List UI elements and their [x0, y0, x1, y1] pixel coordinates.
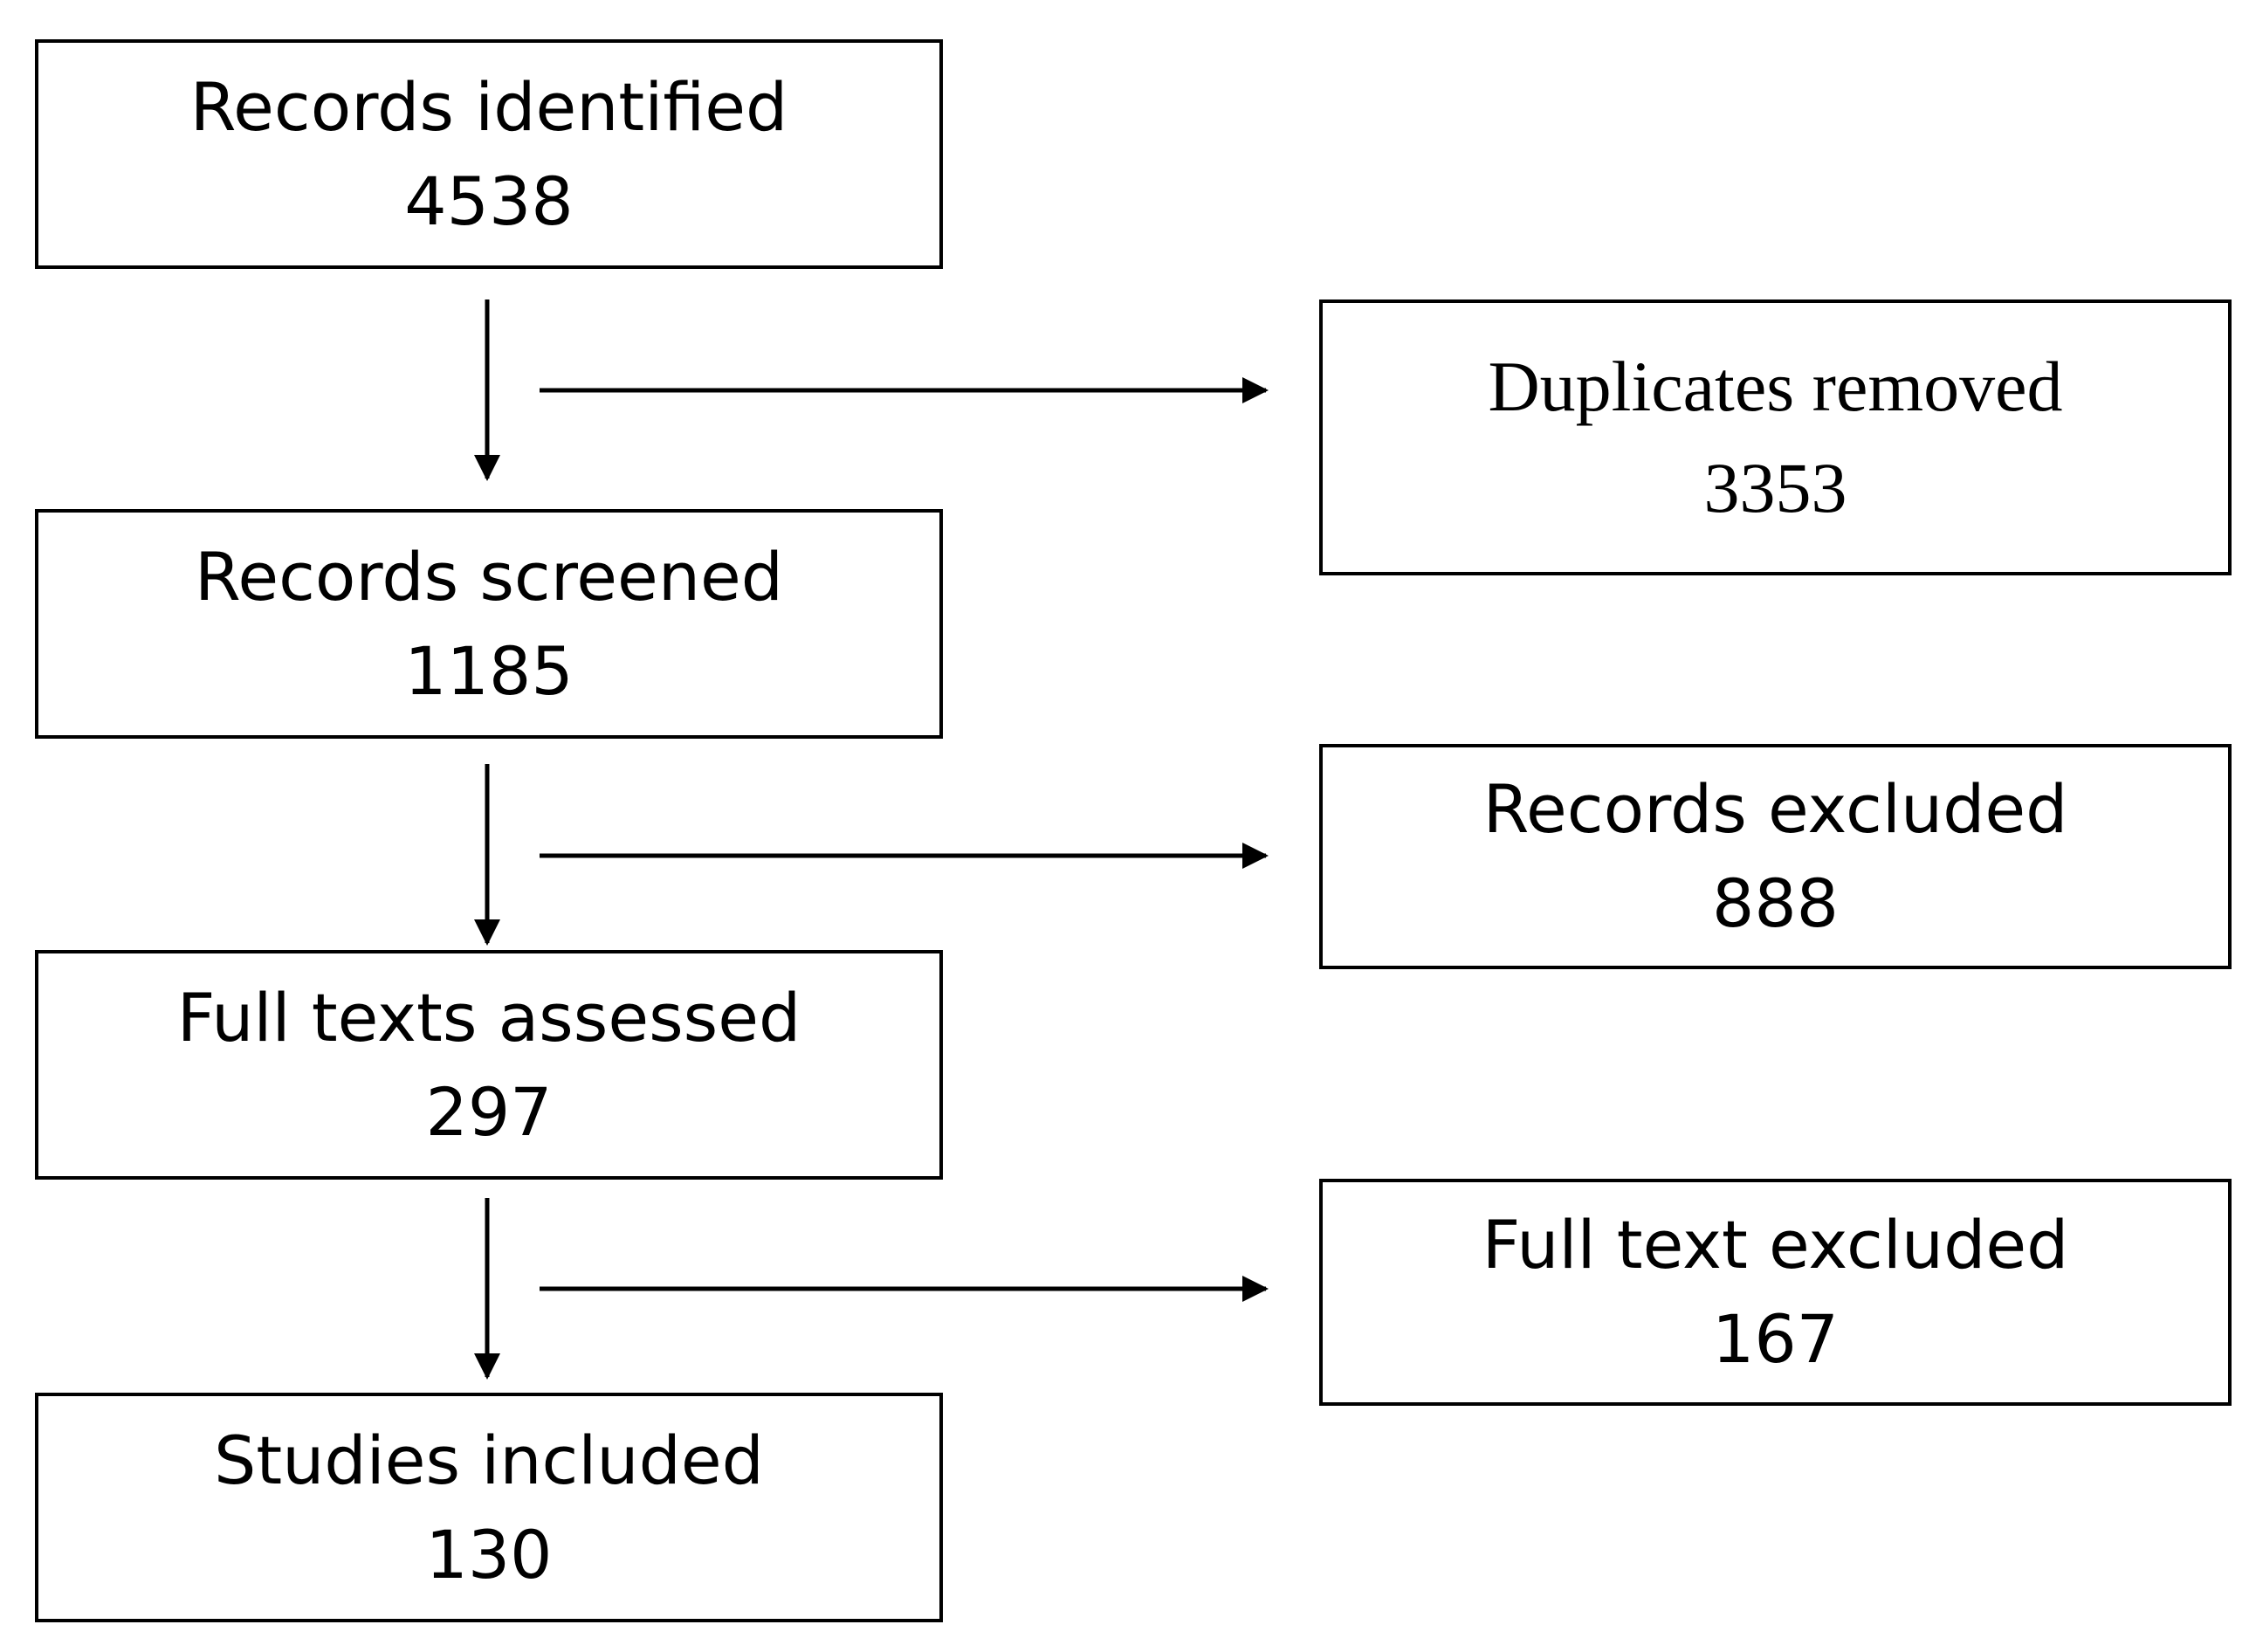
studies-included-label: Studies included	[214, 1421, 764, 1499]
duplicates-removed-count: 3353	[1703, 448, 1847, 527]
full-text-excluded-count: 167	[1711, 1300, 1840, 1378]
records-screened-box: Records screened 1185	[35, 509, 943, 739]
records-screened-count: 1185	[404, 631, 574, 710]
full-texts-assessed-label: Full texts assessed	[176, 978, 801, 1057]
duplicates-removed-box: Duplicates removed 3353	[1319, 299, 2232, 575]
full-texts-assessed-box: Full texts assessed 297	[35, 950, 943, 1180]
full-text-excluded-box: Full text excluded 167	[1319, 1179, 2232, 1406]
records-excluded-count: 888	[1711, 864, 1840, 942]
studies-included-count: 130	[425, 1515, 553, 1593]
full-texts-assessed-count: 297	[425, 1072, 553, 1151]
records-identified-box: Records identified 4538	[35, 39, 943, 269]
studies-included-box: Studies included 130	[35, 1393, 943, 1622]
records-excluded-label: Records excluded	[1482, 770, 2068, 848]
duplicates-removed-label: Duplicates removed	[1488, 347, 2063, 426]
records-identified-count: 4538	[404, 162, 574, 240]
records-screened-label: Records screened	[195, 537, 783, 616]
full-text-excluded-label: Full text excluded	[1482, 1206, 2069, 1284]
records-identified-label: Records identified	[189, 67, 788, 146]
records-excluded-box: Records excluded 888	[1319, 744, 2232, 969]
